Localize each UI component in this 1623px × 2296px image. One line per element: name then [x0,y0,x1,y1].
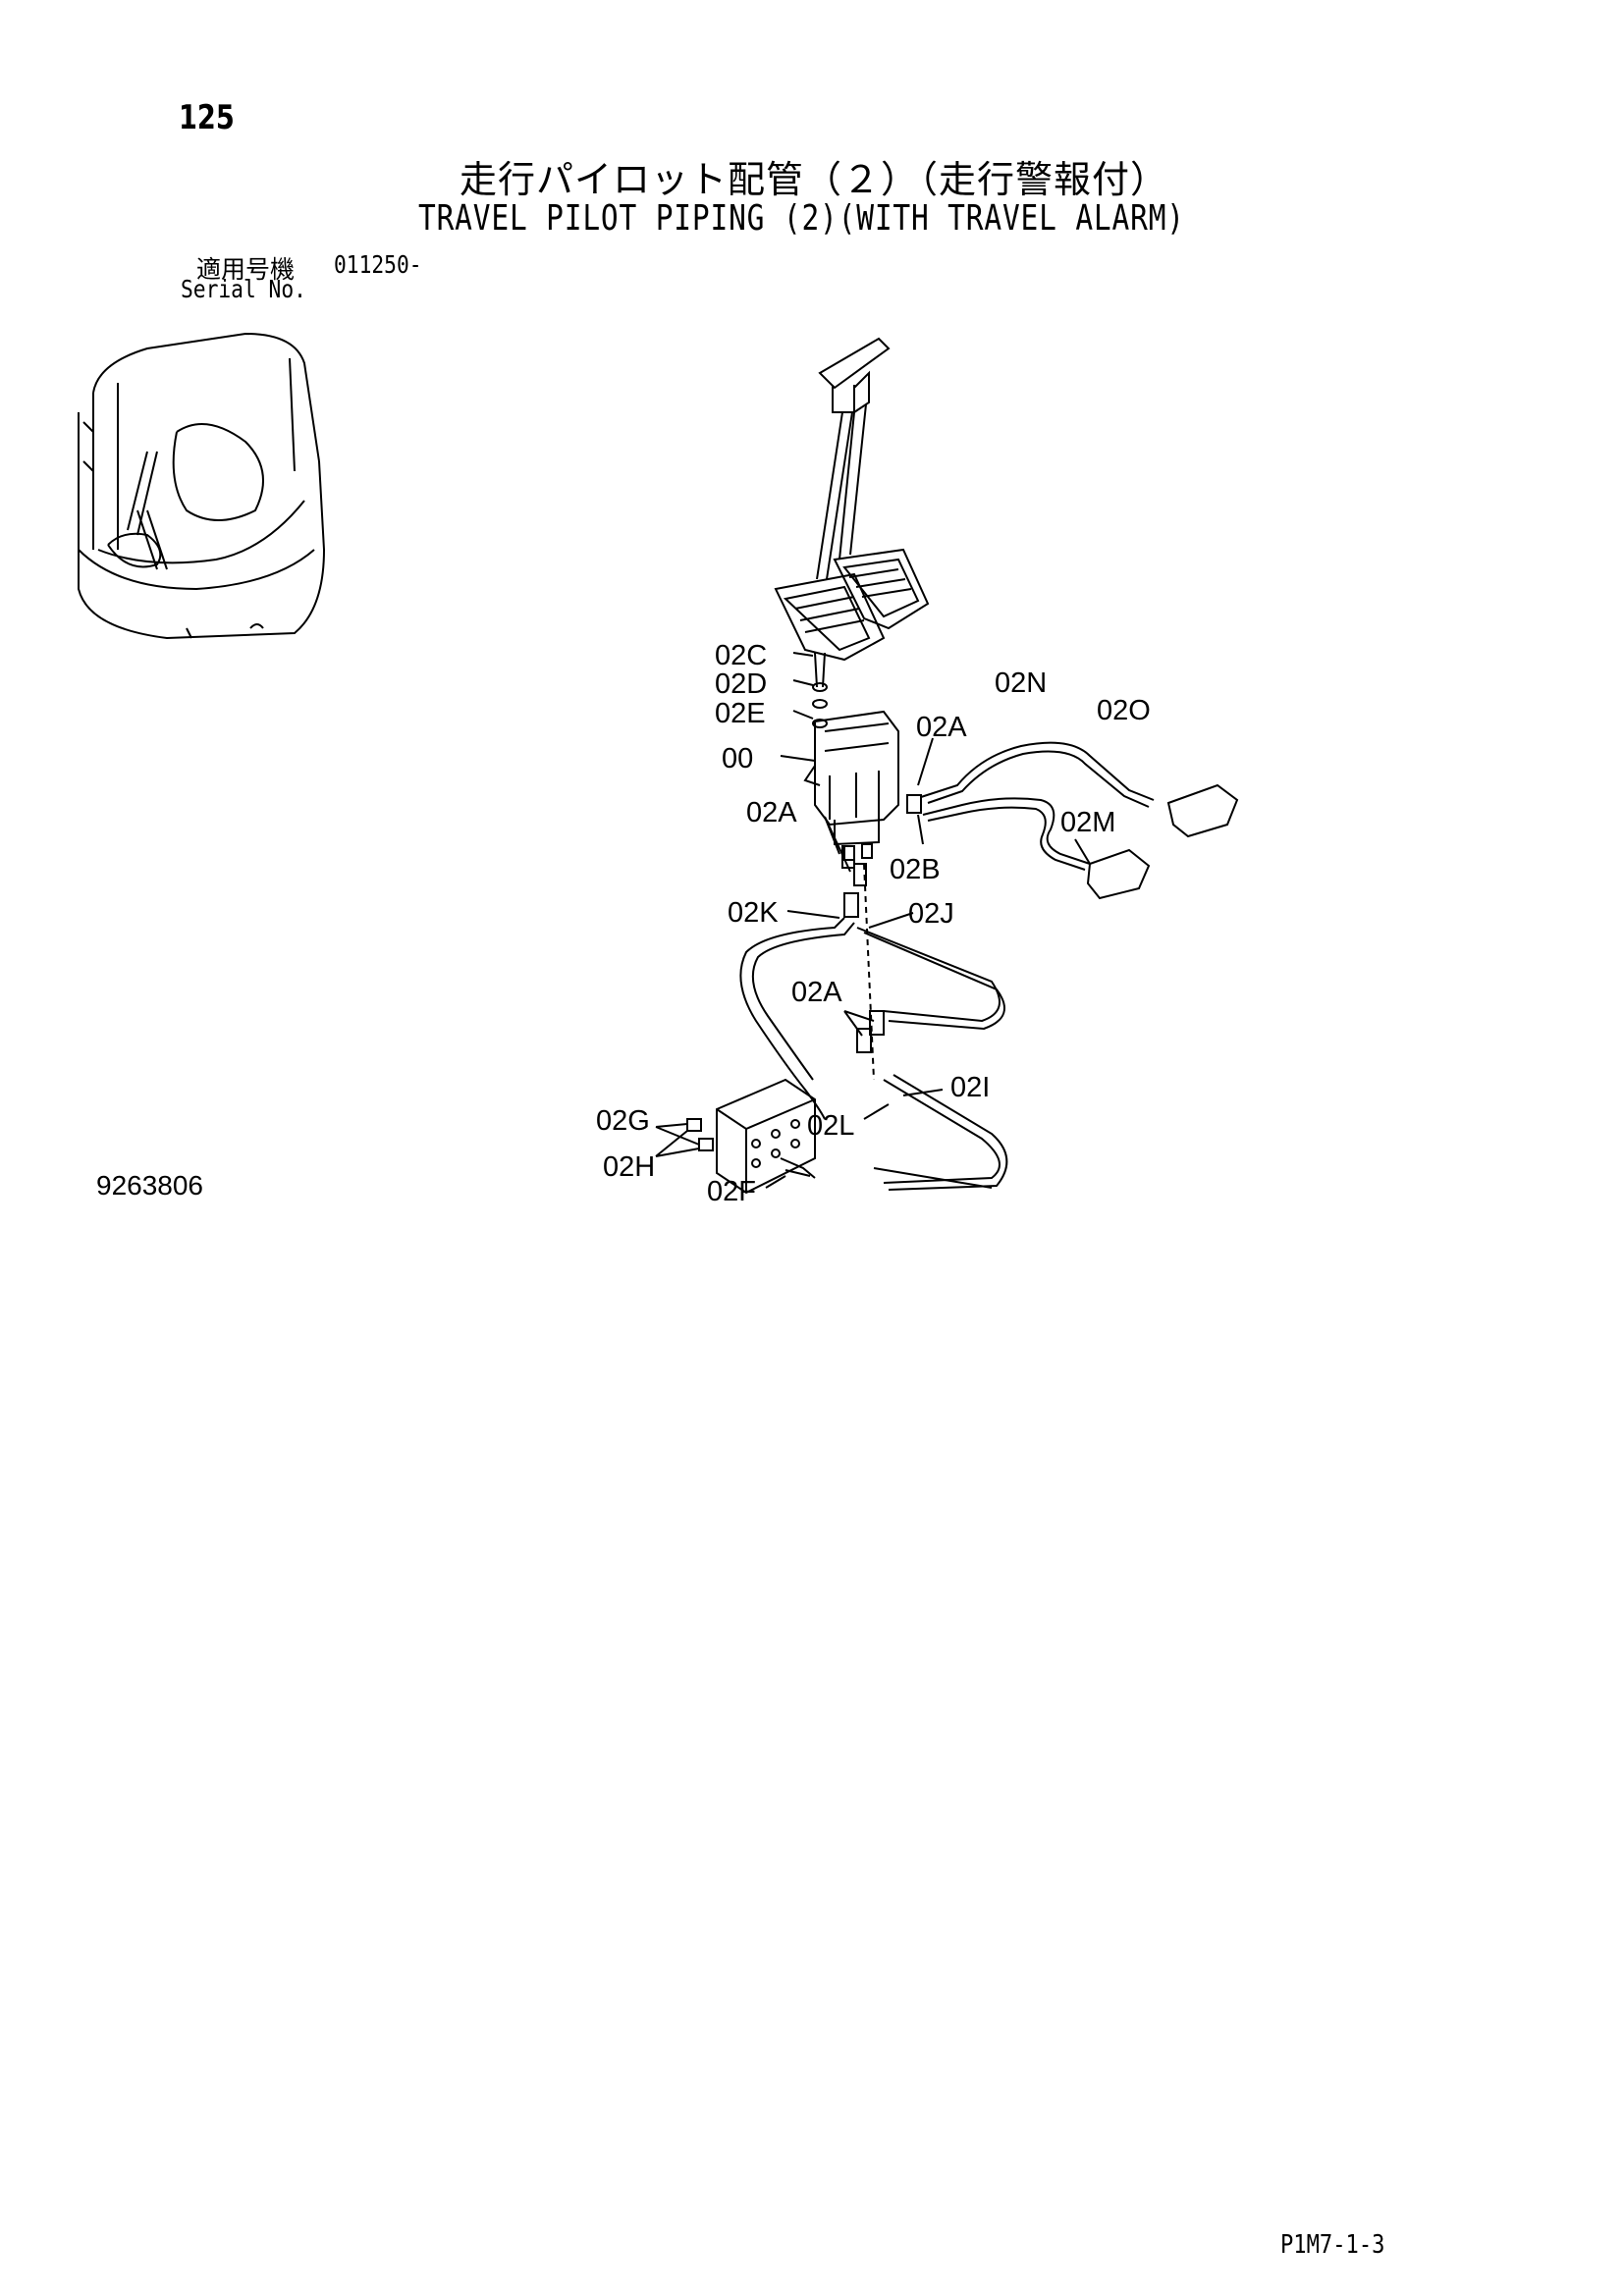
page-code: P1M7-1-3 [1280,2230,1385,2260]
part-label-02H: 02H [603,1151,656,1183]
part-label-02I: 02I [950,1072,991,1103]
cab-inset-illustration [78,332,326,640]
part-label-02B: 02B [890,854,941,885]
part-label-02N: 02N [995,667,1048,699]
alarm-hoses [920,741,1239,900]
title-japanese: 走行パイロット配管（２）（走行警報付） [460,158,1169,201]
part-label-02E: 02E [715,698,766,729]
part-label-02J: 02J [908,898,954,930]
serial-value: 011250- [334,250,422,279]
part-label-02O: 02O [1097,695,1151,726]
pilot-valve-illustration [803,652,899,861]
leader-lines [655,652,1091,1189]
part-label-02F: 02F [707,1176,756,1207]
part-label-02L: 02L [807,1110,855,1142]
part-label-02A: 02A [916,712,967,743]
pilot-hose-loop [739,863,1008,1191]
travel-lever-pedal-illustration [774,337,930,662]
part-label-02C: 02C [715,640,768,671]
part-label-02G: 02G [596,1105,650,1137]
control-valve-block [686,1078,816,1195]
drawing-number: 9263806 [96,1170,204,1201]
title-english: TRAVEL PILOT PIPING (2)(WITH TRAVEL ALAR… [418,198,1185,239]
adapter-fittings [841,794,922,1053]
serial-label-japanese: 適用号機 [196,255,296,284]
part-label-02A: 02A [746,797,797,828]
part-label-02M: 02M [1060,807,1116,838]
part-label-02A: 02A [791,977,842,1008]
serial-label-english: Serial No. [181,275,306,303]
part-label-02K: 02K [728,897,779,929]
part-label-00: 00 [722,743,754,774]
part-label-02D: 02D [715,668,768,700]
page-number: 125 [179,98,235,137]
